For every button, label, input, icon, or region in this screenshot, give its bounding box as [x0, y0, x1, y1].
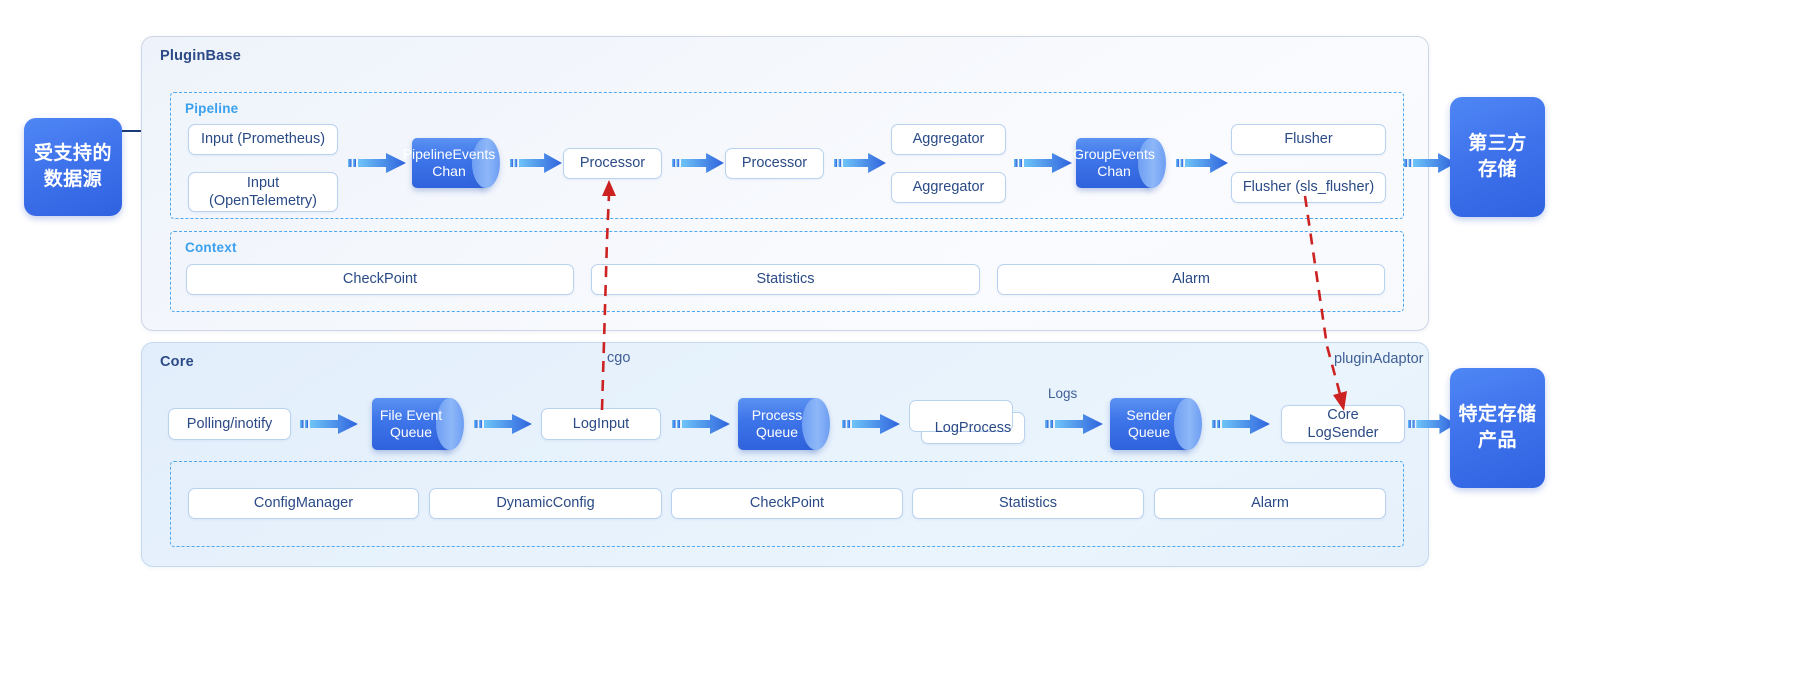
flow-arrow-groupchan-to-flushers [1176, 150, 1228, 176]
flow-arrow-corelogsender-to-specific [1408, 411, 1456, 437]
source-box-line1: 受支持的 [33, 142, 112, 164]
node-service-checkpoint[interactable]: CheckPoint [671, 488, 903, 519]
cylinder-label: File Event Queue [372, 398, 450, 450]
context-title: Context [185, 240, 237, 255]
node-label: Polling/inotify [186, 415, 273, 432]
node-input-opentelemetry[interactable]: Input (OpenTelemetry) [188, 172, 338, 212]
cylinder-cap [472, 138, 500, 188]
cylinder-label-line2: Queue [389, 424, 433, 440]
node-flusher-sls[interactable]: Flusher (sls_flusher) [1231, 172, 1386, 203]
node-service-dynamicconfig[interactable]: DynamicConfig [429, 488, 662, 519]
source-box-line2: 数据源 [43, 169, 103, 190]
flow-arrow-pipelinechan-to-processor1 [510, 150, 562, 176]
node-aggregator-1[interactable]: Aggregator [891, 124, 1006, 155]
cylinder-cap [802, 398, 830, 450]
flow-arrow-senderqueue-to-corelogsender [1212, 411, 1270, 437]
node-context-checkpoint[interactable]: CheckPoint [186, 264, 574, 295]
node-core-log-sender[interactable]: Core LogSender [1281, 405, 1405, 443]
node-processor-1[interactable]: Processor [563, 148, 662, 179]
flow-arrow-processor1-to-processor2 [672, 150, 724, 176]
flow-arrow-processqueue-to-logprocess [842, 411, 900, 437]
node-label: Statistics [998, 495, 1057, 512]
cylinder-label: Sender Queue [1110, 398, 1188, 450]
cylinder-label-line1: PipelineEvents [402, 146, 496, 163]
third-party-line1: 第三方 [1468, 132, 1527, 154]
edge-label-cgo: cgo [607, 350, 631, 366]
node-label: Processor [579, 155, 646, 172]
flow-arrow-input-to-pipelinechan [348, 150, 406, 176]
node-context-statistics[interactable]: Statistics [591, 264, 980, 295]
flow-arrow-fileeventqueue-to-loginput [474, 411, 532, 437]
node-label: Statistics [756, 271, 815, 288]
cylinder-cap [1138, 138, 1166, 188]
node-label: Alarm [1172, 271, 1210, 288]
cylinder-sender-queue[interactable]: Sender Queue [1110, 398, 1202, 450]
node-service-statistics[interactable]: Statistics [912, 488, 1144, 519]
cylinder-label-line2: Chan [432, 163, 466, 179]
pluginbase-title: PluginBase [160, 48, 241, 64]
node-label: Alarm [1251, 495, 1289, 512]
node-label-line1: Input [246, 174, 280, 191]
edge-label-logs: Logs [1048, 386, 1078, 401]
node-service-alarm[interactable]: Alarm [1154, 488, 1386, 519]
node-label: LogInput [572, 415, 630, 432]
cylinder-label-line2: Queue [755, 424, 799, 440]
node-log-input[interactable]: LogInput [541, 408, 661, 440]
node-label-line2: LogSender [1307, 425, 1379, 441]
cylinder-cap [436, 398, 464, 450]
flow-arrow-aggregators-to-groupchan [1014, 150, 1072, 176]
node-processor-2[interactable]: Processor [725, 148, 824, 179]
specific-line1: 特定存储 [1458, 403, 1537, 425]
pipeline-title: Pipeline [185, 101, 239, 116]
node-aggregator-2[interactable]: Aggregator [891, 172, 1006, 203]
node-label: DynamicConfig [496, 495, 595, 512]
specific-storage-box: 特定存储 产品 [1450, 368, 1545, 488]
cylinder-label-line1: Process [751, 407, 803, 424]
node-label: CheckPoint [342, 271, 418, 288]
flow-arrow-processor2-to-aggregators [834, 150, 886, 176]
node-polling-inotify[interactable]: Polling/inotify [168, 408, 291, 440]
node-label-line2: (OpenTelemetry) [209, 193, 317, 209]
flow-arrow-logprocess-to-senderqueue [1045, 411, 1103, 437]
specific-line2: 产品 [1477, 430, 1517, 451]
cylinder-group-events-chan[interactable]: GroupEvents Chan [1073, 138, 1166, 188]
cylinder-label-line1: GroupEvents [1073, 146, 1155, 163]
source-box: 受支持的 数据源 [24, 118, 122, 216]
cylinder-process-queue[interactable]: Process Queue [738, 398, 830, 450]
node-label: Processor [741, 155, 808, 172]
cylinder-pipeline-events-chan[interactable]: PipelineEvents Chan [403, 138, 500, 188]
node-label: LogProcess [934, 419, 1012, 436]
node-label: Flusher (sls_flusher) [1242, 179, 1375, 196]
node-label-line1: Core [1327, 406, 1359, 423]
third-party-storage-box: 第三方 存储 [1450, 97, 1545, 217]
node-label: Flusher [1284, 131, 1333, 148]
cylinder-label-line2: Chan [1097, 163, 1131, 179]
core-panel: Core [141, 342, 1429, 567]
cylinder-label: Process Queue [738, 398, 816, 450]
pipeline-subpanel: Pipeline [170, 92, 1404, 219]
third-party-line2: 存储 [1477, 159, 1517, 180]
cylinder-label-line1: Sender [1126, 407, 1172, 424]
node-service-configmanager[interactable]: ConfigManager [188, 488, 419, 519]
cylinder-label: GroupEvents Chan [1073, 138, 1155, 188]
node-label: Input (Prometheus) [200, 131, 326, 148]
cylinder-label-line1: File Event [379, 407, 443, 424]
flow-arrow-flusher-to-thirdparty [1404, 150, 1456, 176]
cylinder-label-line2: Queue [1127, 424, 1171, 440]
cylinder-file-event-queue[interactable]: File Event Queue [372, 398, 464, 450]
node-label: CheckPoint [749, 495, 825, 512]
node-label: Aggregator [912, 131, 985, 148]
node-label: Aggregator [912, 179, 985, 196]
cylinder-cap [1174, 398, 1202, 450]
node-flusher[interactable]: Flusher [1231, 124, 1386, 155]
core-title: Core [160, 354, 194, 370]
node-log-process[interactable]: LogProcess [909, 400, 1025, 444]
cylinder-label: PipelineEvents Chan [403, 138, 496, 188]
node-label: ConfigManager [253, 495, 354, 512]
node-input-prometheus[interactable]: Input (Prometheus) [188, 124, 338, 155]
edge-label-plugin-adaptor: pluginAdaptor [1334, 351, 1424, 367]
node-context-alarm[interactable]: Alarm [997, 264, 1385, 295]
flow-arrow-polling-to-fileeventqueue [300, 411, 358, 437]
flow-arrow-loginput-to-processqueue [672, 411, 730, 437]
